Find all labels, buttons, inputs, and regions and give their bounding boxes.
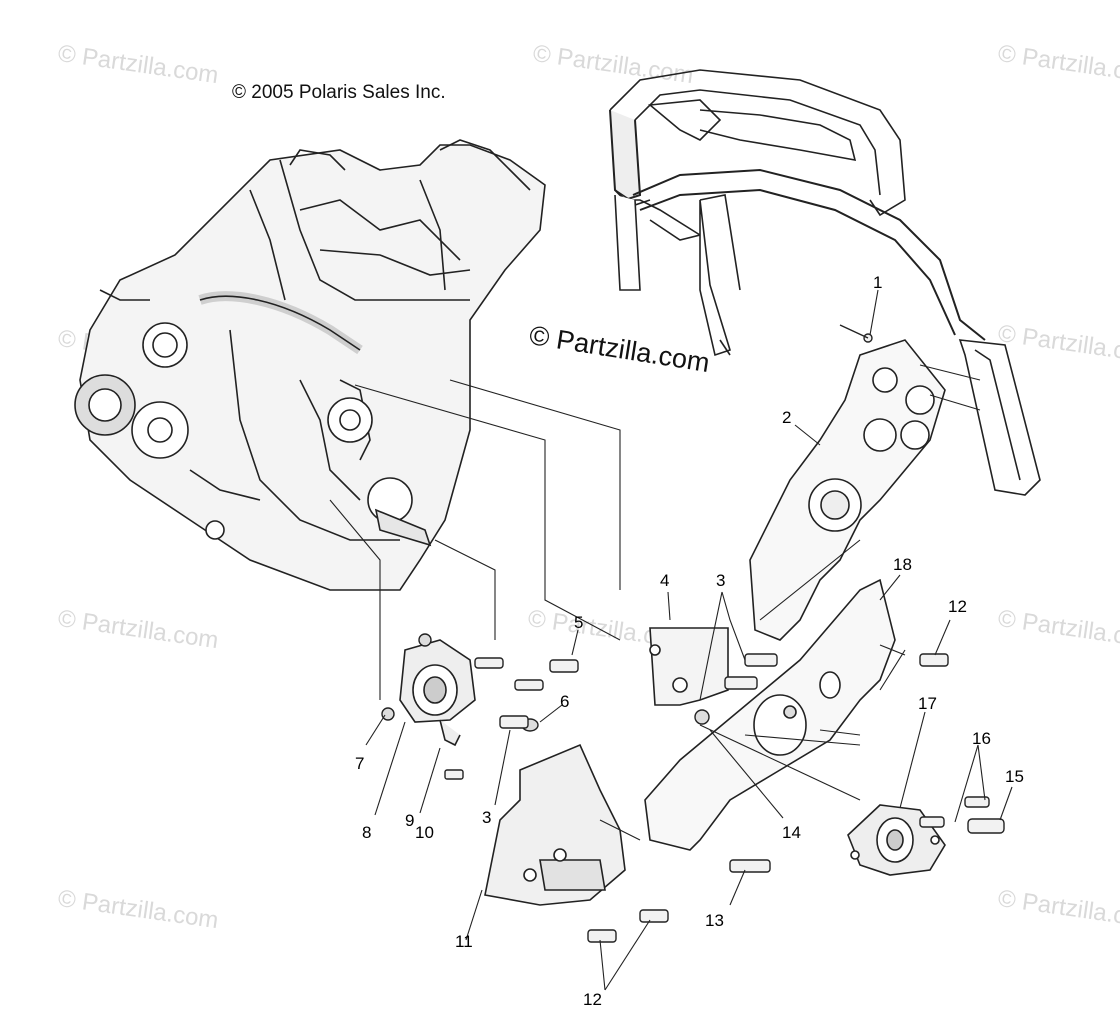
callout-14: 14 bbox=[782, 823, 801, 842]
callout-3-bottom: 3 bbox=[482, 808, 491, 827]
bracket-4-drawing bbox=[649, 627, 729, 706]
callout-10: 10 bbox=[415, 823, 434, 842]
plate-18-drawing bbox=[644, 578, 896, 851]
callout-2: 2 bbox=[782, 408, 791, 427]
callout-15: 15 bbox=[1005, 767, 1024, 786]
callout-9: 9 bbox=[405, 811, 414, 830]
callout-17: 17 bbox=[918, 694, 937, 713]
leader-lines bbox=[329, 289, 1013, 991]
callout-3-top: 3 bbox=[716, 571, 725, 590]
callout-11: 11 bbox=[455, 932, 473, 951]
callout-8: 8 bbox=[362, 823, 371, 842]
mount-17-drawing bbox=[847, 804, 946, 876]
mount-8-drawing bbox=[399, 639, 476, 747]
plate-2-drawing bbox=[749, 339, 946, 641]
callout-labels: 1 2 3 3 4 5 6 7 8 9 10 3 11 12 12 13 14 … bbox=[355, 273, 1024, 1009]
hardware-drawing bbox=[381, 324, 1005, 943]
engine-drawing bbox=[74, 139, 546, 591]
callout-12-top: 12 bbox=[948, 597, 967, 616]
copyright-notice: © 2005 Polaris Sales Inc. bbox=[232, 82, 446, 103]
callout-6: 6 bbox=[560, 692, 569, 711]
bracket-11-drawing bbox=[484, 743, 626, 906]
callout-7: 7 bbox=[355, 754, 364, 773]
frame-drawing bbox=[609, 69, 1041, 496]
callout-1: 1 bbox=[873, 273, 882, 292]
callout-13: 13 bbox=[705, 911, 724, 930]
callout-16: 16 bbox=[972, 729, 991, 748]
callout-4: 4 bbox=[660, 571, 669, 590]
callout-12-bottom: 12 bbox=[583, 990, 602, 1009]
callout-18: 18 bbox=[893, 555, 912, 574]
callout-5: 5 bbox=[574, 613, 583, 632]
